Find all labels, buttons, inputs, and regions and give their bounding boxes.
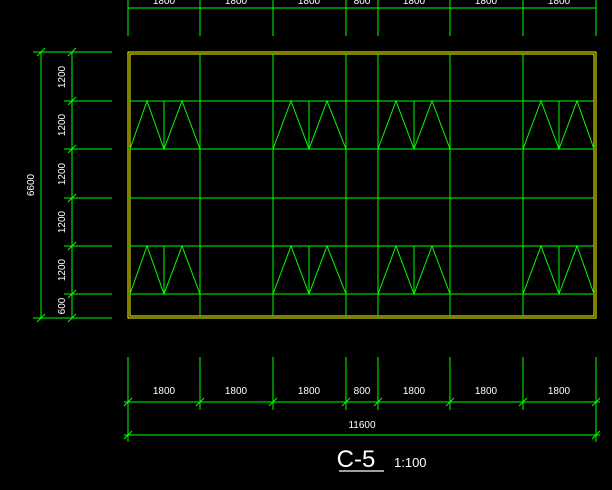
top-col-label-3: 1800	[298, 0, 321, 7]
bottom-dimension-chain: 1800 1800 1800 800 1800 1800 1800 11600	[123, 357, 601, 442]
bottom-col-label-1: 1800	[153, 386, 176, 397]
bottom-col-label-6: 1800	[475, 386, 498, 397]
drawing-scale-text: 1:100	[394, 455, 427, 470]
bottom-col-label-5: 1800	[403, 386, 426, 397]
row-label-6: 600	[57, 297, 68, 314]
top-col-label-7: 1800	[548, 0, 571, 7]
elevation-frame	[127, 51, 597, 319]
left-dimension-chain: 6600 1200 1200 1200 1200 1200 600	[26, 47, 112, 323]
row-label-4: 1200	[57, 210, 68, 233]
opening-symbols-upper	[129, 99, 595, 151]
top-dimension-strip: 1800 1800 1800 800 1800 1800 1800	[127, 0, 597, 36]
bottom-col-label-7: 1800	[548, 386, 571, 397]
top-col-label-2: 1800	[225, 0, 248, 7]
total-width-label: 11600	[348, 420, 376, 431]
total-height-label: 6600	[26, 173, 37, 196]
row-label-5: 1200	[57, 258, 68, 281]
top-col-label-5: 1800	[403, 0, 426, 7]
opening-symbols-lower	[129, 244, 595, 296]
bottom-col-label-3: 1800	[298, 386, 321, 397]
top-col-label-4: 800	[354, 0, 371, 7]
top-col-label-6: 1800	[475, 0, 498, 7]
top-col-label-1: 1800	[153, 0, 176, 7]
bottom-col-label-2: 1800	[225, 386, 248, 397]
row-label-3: 1200	[57, 162, 68, 185]
drawing-title: C-5 1:100	[337, 446, 427, 473]
row-label-2: 1200	[57, 113, 68, 136]
row-label-1: 1200	[57, 65, 68, 88]
bottom-col-label-4: 800	[354, 386, 371, 397]
drawing-title-text: C-5	[337, 446, 376, 473]
